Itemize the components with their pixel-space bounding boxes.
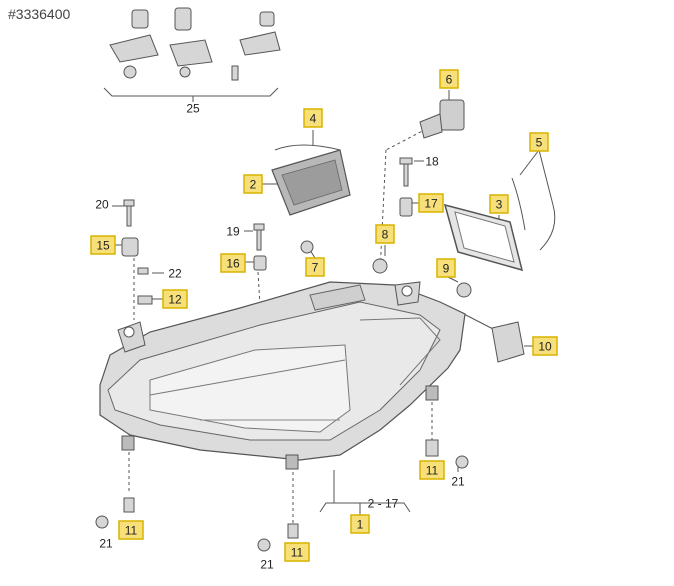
callout-c8: 8: [375, 224, 395, 244]
fasteners: [95, 157, 525, 552]
callout-number: 21: [99, 537, 113, 551]
callout-number: 8: [382, 228, 389, 242]
callout-c11c: 11: [284, 542, 310, 562]
callout-number: 5: [536, 136, 543, 150]
mounting-kit-parts: [109, 7, 281, 81]
callout-c25: 25: [186, 102, 200, 116]
callout-number: 4: [310, 112, 317, 126]
callout-c6: 6: [439, 69, 459, 89]
callout-number: 16: [226, 257, 240, 271]
callout-c7: 7: [305, 257, 325, 277]
callout-number: 21: [260, 558, 274, 572]
callout-number: 11: [291, 546, 304, 560]
callout-number: 2 - 17: [368, 497, 399, 511]
callout-box: [532, 336, 558, 356]
callout-c20: 20: [95, 198, 109, 212]
callout-c9: 9: [436, 258, 456, 278]
callout-box: [489, 194, 509, 214]
callout-number: 1: [357, 518, 364, 532]
callout-number: 22: [168, 267, 182, 281]
callout-number: 19: [226, 225, 240, 239]
callout-number: 11: [426, 464, 439, 478]
callout-c1: 1: [350, 514, 370, 534]
callout-c11b: 11: [118, 520, 144, 540]
callout-box: [529, 132, 549, 152]
headlight-housing: [99, 281, 466, 470]
callout-box: [220, 253, 246, 273]
callout-c3: 3: [489, 194, 509, 214]
callout-c15: 15: [90, 235, 116, 255]
callout-number: 2: [250, 178, 257, 192]
callout-number: 10: [538, 340, 552, 354]
callout-number: 21: [451, 475, 465, 489]
callout-box: [350, 514, 370, 534]
callout-box: [284, 542, 310, 562]
callout-box: [439, 69, 459, 89]
diagram-reference-number: #3336400: [8, 6, 71, 22]
callout-box: [118, 520, 144, 540]
callout-c10: 10: [532, 336, 558, 356]
wiring-harness-part: [511, 177, 556, 251]
callout-c21b: 21: [99, 537, 113, 551]
callout-number: 17: [424, 197, 438, 211]
callout-c19: 19: [226, 225, 240, 239]
callout-c18: 18: [425, 155, 439, 169]
callout-number: 25: [186, 102, 200, 116]
callout-number: 12: [168, 293, 182, 307]
callout-c17: 17: [418, 193, 444, 213]
cover-cap-part: [271, 149, 351, 216]
callout-box: [375, 224, 395, 244]
callout-c16: 16: [220, 253, 246, 273]
callout-c11a: 11: [419, 460, 445, 480]
control-unit-frame-part: [443, 203, 524, 272]
callout-number: 9: [443, 262, 450, 276]
callout-number: 7: [312, 261, 319, 275]
callout-number: 6: [446, 73, 453, 87]
callout-number: 18: [425, 155, 439, 169]
callout-c12: 12: [162, 289, 188, 309]
callout-box: [303, 108, 323, 128]
callout-box: [90, 235, 116, 255]
callout-box: [162, 289, 188, 309]
callout-c22: 22: [168, 267, 182, 281]
callout-box: [419, 460, 445, 480]
callout-number: 20: [95, 198, 109, 212]
callout-box: [243, 174, 263, 194]
callout-number: 11: [125, 524, 138, 538]
callout-box: [418, 193, 444, 213]
callout-c21a: 21: [451, 475, 465, 489]
callout-c2: 2: [243, 174, 263, 194]
xenon-bulb-part: [419, 99, 465, 139]
callout-number: 15: [96, 239, 110, 253]
callout-box: [305, 257, 325, 277]
callout-c4: 4: [303, 108, 323, 128]
callout-box: [436, 258, 456, 278]
callout-number: 3: [496, 198, 503, 212]
callout-c5: 5: [529, 132, 549, 152]
callout-c21c: 21: [260, 558, 274, 572]
callout-c2to17: 2 - 17: [368, 497, 399, 511]
callout-labels: 25 6 4 5 2 18 17 3 20 19 8 15 16 7 9 22 12 10 11 21 1 2 - 17 1…: [90, 69, 558, 572]
